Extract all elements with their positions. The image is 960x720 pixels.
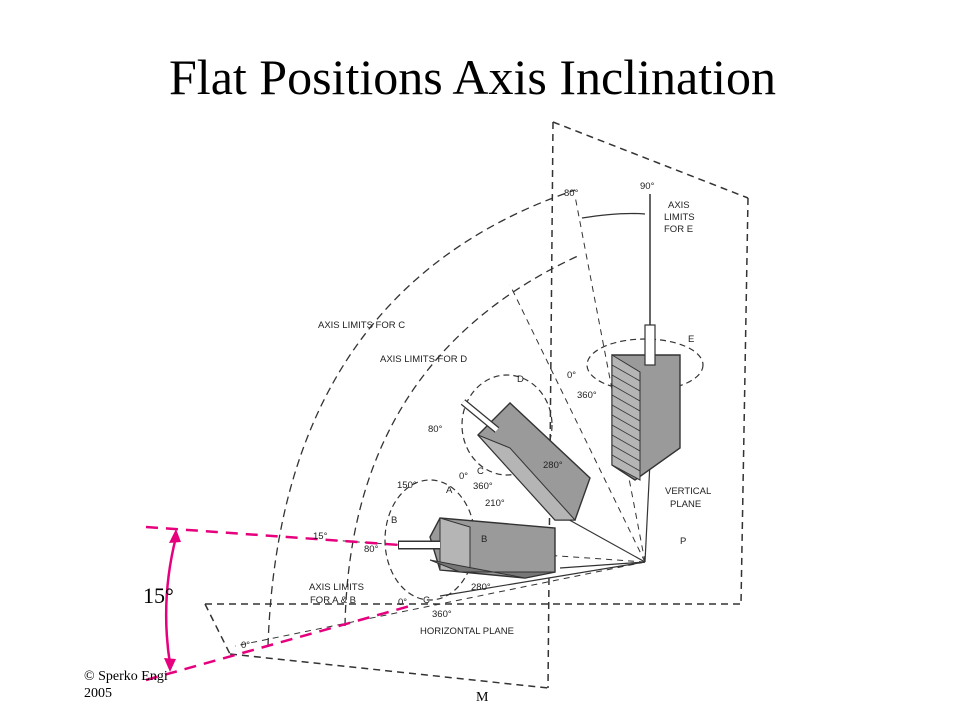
label-ab-c: C bbox=[423, 595, 430, 606]
label-axis-limits-d: AXIS LIMITS FOR D bbox=[380, 354, 467, 365]
specimen-ab bbox=[384, 479, 556, 601]
label-p: P bbox=[680, 536, 686, 547]
vertical-plane-outline bbox=[547, 121, 749, 689]
label-d-280: 280° bbox=[543, 460, 563, 471]
arrow-down-icon bbox=[164, 658, 176, 672]
label-d-210: 210° bbox=[485, 498, 505, 509]
arrow-up-icon bbox=[169, 529, 181, 543]
label-d-80: 80° bbox=[428, 424, 443, 435]
inclination-angle-label: 15° bbox=[143, 583, 174, 608]
label-b-right: B bbox=[481, 534, 487, 545]
label-axis-limits-c: AXIS LIMITS FOR C bbox=[318, 320, 405, 331]
label-axis-limits-e-1: AXIS bbox=[668, 200, 690, 211]
label-150: 150° bbox=[397, 480, 417, 491]
label-80-top: 80° bbox=[564, 188, 579, 199]
label-axis-limits-ab-2: FOR A & B bbox=[310, 595, 356, 606]
label-e-360: 360° bbox=[577, 390, 597, 401]
footer-mid: M bbox=[476, 690, 489, 705]
label-axis-limits-ab-1: AXIS LIMITS bbox=[309, 582, 364, 593]
footer-line-1: © Sperko Engi bbox=[84, 669, 168, 684]
inclination-arc bbox=[164, 536, 178, 665]
inclination-indicator bbox=[145, 525, 411, 682]
label-d-c: C bbox=[477, 466, 484, 477]
label-90-top: 90° bbox=[640, 181, 655, 192]
horizontal-plane-outline bbox=[204, 603, 741, 689]
footer-line-2: 2005 bbox=[84, 686, 112, 701]
label-bottom-0: 0° bbox=[241, 640, 250, 651]
label-d-360: 360° bbox=[473, 481, 493, 492]
label-ab-80: 80° bbox=[364, 544, 379, 555]
label-b-left: B bbox=[391, 515, 397, 526]
incline-upper-line bbox=[145, 525, 401, 547]
arc-axis-limits-d bbox=[344, 254, 581, 627]
label-d: D bbox=[517, 374, 524, 385]
label-vertical-plane-2: PLANE bbox=[670, 499, 701, 510]
specimen-e bbox=[586, 324, 704, 481]
label-a: A bbox=[446, 485, 453, 496]
label-axis-limits-e-2: LIMITS bbox=[664, 212, 695, 223]
arc-axis-limits-c bbox=[267, 189, 576, 647]
label-axis-limits-e-3: FOR E bbox=[664, 224, 693, 235]
label-horizontal-plane: HORIZONTAL PLANE bbox=[420, 626, 514, 637]
label-vertical-plane-1: VERTICAL bbox=[665, 486, 711, 497]
specimen-d bbox=[460, 374, 591, 521]
arc-e-limit bbox=[581, 212, 646, 219]
label-ab-280: 280° bbox=[471, 582, 491, 593]
footer-copyright: © Sperko Engi 2005 bbox=[84, 668, 202, 702]
label-ab-360: 360° bbox=[432, 609, 452, 620]
label-15-small: 15° bbox=[313, 531, 328, 542]
label-e-0: 0° bbox=[567, 370, 576, 381]
label-ab-0: 0° bbox=[398, 597, 407, 608]
guide-lines bbox=[234, 195, 646, 647]
label-d-0: 0° bbox=[459, 471, 468, 482]
slide-title: Flat Positions Axis Inclination bbox=[169, 49, 776, 105]
incline-lower-line bbox=[145, 604, 411, 682]
label-e: E bbox=[688, 334, 694, 345]
